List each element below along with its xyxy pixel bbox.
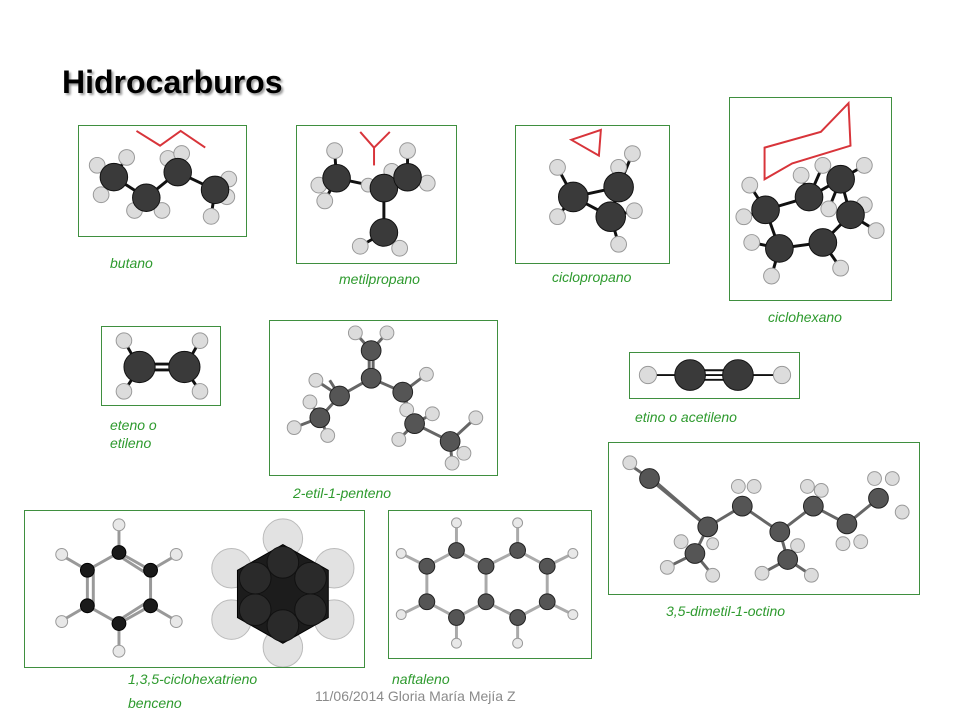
butane-model bbox=[78, 125, 247, 237]
butane-molecule bbox=[88, 129, 238, 225]
ethyne-label: etino o acetileno bbox=[635, 409, 737, 425]
ethylpentene-molecule bbox=[286, 325, 484, 471]
cyclohexane-model bbox=[729, 97, 892, 301]
ethyne-molecule bbox=[638, 359, 792, 391]
naphthalene-label: naftaleno bbox=[392, 671, 450, 687]
methylpropane-skeletal-formula bbox=[359, 131, 391, 166]
naphthalene-model bbox=[388, 510, 592, 659]
ethyne-model bbox=[629, 352, 800, 399]
ethylpentene-label: 2-etil-1-penteno bbox=[293, 485, 392, 501]
ethene-label-line2: etileno bbox=[110, 435, 152, 451]
methylpropane-molecule bbox=[310, 131, 436, 257]
dimethyloctyne-molecule bbox=[622, 455, 910, 583]
ethene-label-line1: eteno o bbox=[110, 417, 157, 433]
ethylpentene-model bbox=[269, 320, 498, 476]
cyclopropane-molecule bbox=[549, 128, 643, 253]
cyclohexane-label: ciclohexano bbox=[768, 309, 842, 325]
cyclopropane-model bbox=[515, 125, 670, 264]
cyclohexane-molecule bbox=[735, 100, 885, 285]
benzene-label-line2: benceno bbox=[128, 695, 182, 711]
dimethyloctyne-label: 3,5-dimetil-1-octino bbox=[666, 603, 786, 619]
footer-date-author: 11/06/2014 Gloria María Mejía Z bbox=[315, 688, 516, 704]
butane-label: butano bbox=[110, 255, 153, 271]
cyclopropane-skeletal-formula bbox=[568, 128, 602, 158]
benzene-label-line1: 1,3,5-ciclohexatrieno bbox=[128, 671, 258, 687]
ethene-model bbox=[101, 326, 221, 406]
cyclopropane-label: ciclopropano bbox=[552, 269, 632, 285]
butane-skeletal-formula bbox=[135, 129, 206, 149]
cyclohexane-skeletal-formula bbox=[763, 100, 852, 181]
dimethyloctyne-model bbox=[608, 442, 920, 595]
benzene-molecule bbox=[55, 518, 355, 667]
slide-title: Hidrocarburos bbox=[62, 64, 283, 100]
benzene-model bbox=[24, 510, 365, 668]
naphthalene-molecule bbox=[395, 517, 579, 649]
methylpropane-model bbox=[296, 125, 457, 264]
ethene-molecule bbox=[115, 332, 209, 400]
methylpropane-label: metilpropano bbox=[339, 271, 420, 287]
